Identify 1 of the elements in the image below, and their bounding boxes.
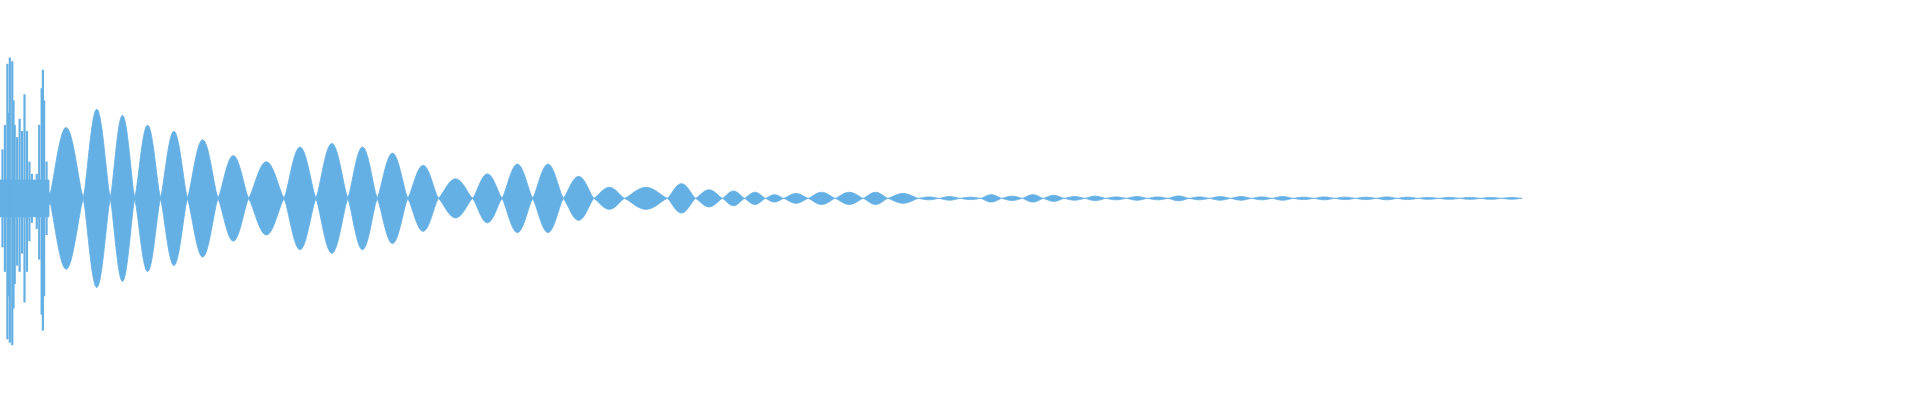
waveform-drawing: [0, 57, 1523, 346]
